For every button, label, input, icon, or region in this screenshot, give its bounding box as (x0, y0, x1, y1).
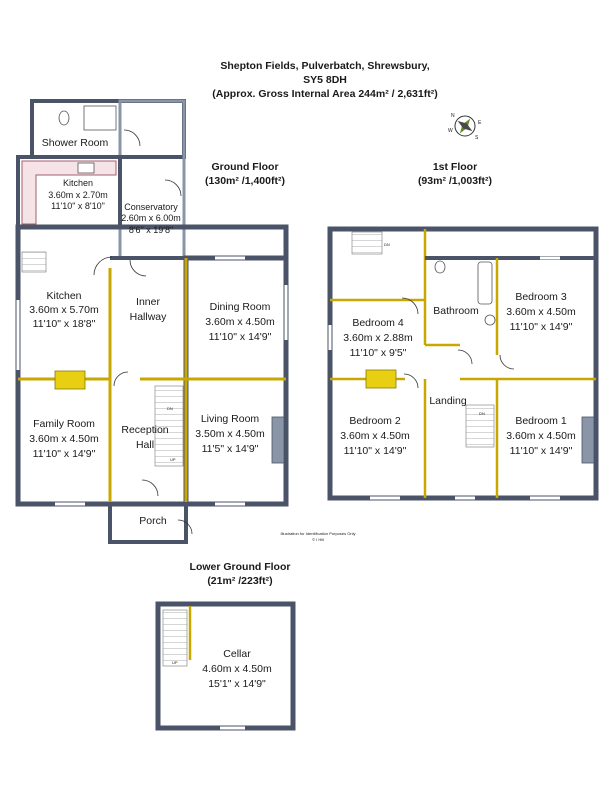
disclaimer-line2: © I Hill (312, 537, 324, 542)
ground-floor-title: Ground Floor (211, 161, 279, 173)
bedroom1-name: Bedroom 1 (515, 415, 567, 427)
bedroom2-name: Bedroom 2 (349, 415, 401, 427)
living-room-imperial: 11'5" x 14'9" (202, 443, 259, 455)
compass-east: E (478, 120, 482, 126)
compass-south: S (475, 135, 479, 141)
lower-ground-floor-plan: UP (155, 601, 296, 731)
conservatory-name: Conservatory (124, 202, 178, 212)
dining-room-imperial: 11'10" x 14'9" (209, 331, 272, 343)
kitchen-small-metric: 3.60m x 2.70m (48, 190, 108, 200)
compass-icon: N E S W (448, 113, 482, 141)
first-floor-heading: 1st Floor (93m² /1,003ft²) (400, 160, 510, 188)
bedroom2-imperial: 11'10" x 14'9" (344, 445, 407, 457)
shower-room-label: Shower Room (42, 137, 109, 149)
first-floor-plan: DN DN (327, 226, 599, 501)
bedroom1-metric: 3.60m x 4.50m (506, 430, 576, 442)
bedroom4-name: Bedroom 4 (352, 317, 404, 329)
bedroom4-metric: 3.60m x 2.88m (343, 332, 413, 344)
dining-room-name: Dining Room (210, 301, 271, 313)
conservatory-imperial: 8'6" x 19'8" (129, 225, 173, 235)
kitchen-small-name: Kitchen (63, 178, 93, 188)
conservatory-metric: 2.60m x 6.00m (121, 213, 181, 223)
upper-stairs-down-label: DN (384, 242, 390, 247)
porch-label: Porch (139, 515, 167, 527)
ground-floor-heading: Ground Floor (130m² /1,400ft²) (190, 160, 300, 188)
compass-north: N (451, 113, 455, 119)
inner-hallway-line1: Inner (136, 296, 160, 308)
cellar-name: Cellar (223, 648, 251, 660)
family-room-imperial: 11'10" x 14'9" (33, 448, 96, 460)
gross-area: (Approx. Gross Internal Area 244m² / 2,6… (212, 88, 438, 100)
bedroom3-metric: 3.60m x 4.50m (506, 306, 576, 318)
stairs-down-label: DN (167, 406, 173, 411)
first-floor-area: (93m² /1,003ft²) (417, 175, 493, 187)
inner-hallway-line2: Hallway (130, 311, 168, 323)
kitchen-name: Kitchen (46, 290, 81, 302)
bedroom1-imperial: 11'10" x 14'9" (510, 445, 573, 457)
postcode: SY5 8DH (303, 74, 347, 86)
cellar-stairs-up-label: UP (172, 660, 178, 665)
living-room-name: Living Room (201, 413, 260, 425)
address-line: Shepton Fields, Pulverbatch, Shrewsbury, (220, 60, 430, 72)
stairs-up-label: UP (170, 457, 176, 462)
living-room-metric: 3.50m x 4.50m (195, 428, 265, 440)
dining-room-metric: 3.60m x 4.50m (205, 316, 275, 328)
landing-stairs-down-label: DN (479, 411, 485, 416)
reception-hall-line2: Hall (136, 439, 154, 451)
family-room-name: Family Room (33, 418, 95, 430)
kitchen-metric: 3.60m x 5.70m (29, 304, 99, 316)
ground-floor-plan: DN UP (15, 99, 289, 544)
cellar-imperial: 15'1" x 14'9" (208, 678, 266, 690)
kitchen-small-imperial: 11'10" x 8'10" (51, 201, 105, 211)
cellar-metric: 4.60m x 4.50m (202, 663, 272, 675)
lower-floor-area: (21m² /223ft²) (207, 575, 273, 587)
kitchen-imperial: 11'10" x 18'8" (33, 318, 96, 330)
first-floor-title: 1st Floor (432, 161, 478, 173)
bedroom4-imperial: 11'10" x 9'5" (350, 347, 407, 359)
bedroom3-name: Bedroom 3 (515, 291, 567, 303)
compass-west: W (448, 128, 453, 134)
bathroom-label: Bathroom (433, 305, 479, 317)
family-room-metric: 3.60m x 4.50m (29, 433, 99, 445)
bedroom2-metric: 3.60m x 4.50m (340, 430, 410, 442)
property-address: Shepton Fields, Pulverbatch, Shrewsbury,… (160, 59, 490, 101)
lower-floor-heading: Lower Ground Floor (21m² /223ft²) (170, 560, 310, 588)
ground-floor-area: (130m² /1,400ft²) (205, 175, 285, 187)
disclaimer-line1: Illustration for Identification Purposes… (281, 531, 356, 536)
lower-floor-title: Lower Ground Floor (189, 561, 291, 573)
reception-hall-line1: Reception (121, 424, 168, 436)
bedroom3-imperial: 11'10" x 14'9" (510, 321, 573, 333)
landing-label: Landing (429, 395, 467, 407)
